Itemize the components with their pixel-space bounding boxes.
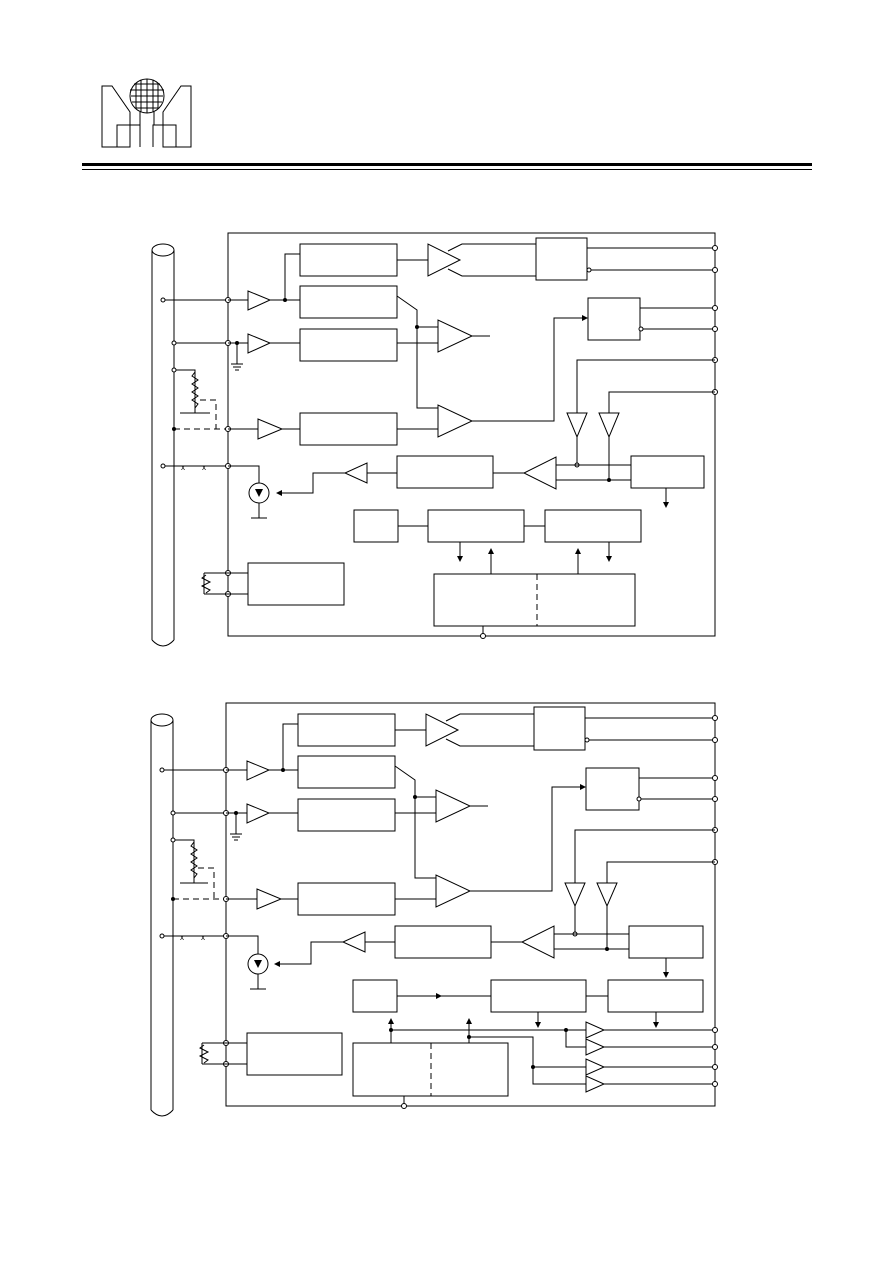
header-rule: [82, 163, 812, 170]
logo-left-pillar: [101, 85, 131, 148]
resistor-termination-2: [190, 841, 198, 879]
ground-symbol-1: [231, 343, 243, 371]
oscillator-block-1: [353, 509, 399, 543]
output-driver-4: [585, 1075, 606, 1093]
logo-inner-left: [116, 124, 141, 147]
block-a2: [299, 285, 398, 319]
block-a4: [299, 412, 398, 446]
header-rule-thick: [82, 163, 812, 166]
comparator-4: [435, 874, 472, 908]
comparator-2: [437, 404, 474, 438]
chip-outline-2: [225, 702, 716, 1107]
logic-block-4: [607, 979, 704, 1013]
block-d1: [394, 925, 492, 959]
cable-bundle-2: [150, 713, 174, 1117]
wire-3: [174, 369, 196, 413]
block-c1: [297, 713, 396, 747]
svg-text:x: x: [202, 463, 206, 472]
svg-text:x: x: [201, 933, 205, 942]
down-buffer-4: [596, 882, 618, 908]
control-block-2: [628, 925, 704, 959]
logo-inner-right: [152, 124, 177, 147]
config-block-2: [246, 1032, 343, 1076]
diff-amp-2: [425, 713, 460, 747]
input-buffer-4: [246, 760, 271, 781]
input-buffer-2: [247, 333, 272, 354]
control-block-1: [630, 455, 705, 489]
svg-text:x: x: [181, 463, 185, 472]
dashed-link: [200, 399, 217, 429]
block-c4: [297, 882, 396, 916]
comparator-3: [435, 789, 472, 823]
header-rule-thin: [82, 169, 812, 170]
block-c3: [297, 798, 396, 832]
block-b1: [396, 455, 494, 489]
output-driver-3: [585, 1058, 606, 1076]
down-buffer-2: [598, 412, 620, 439]
input-buffer-3: [257, 418, 284, 440]
down-buffer-3: [564, 882, 586, 908]
logic-block-3: [490, 979, 587, 1013]
resistor-termination: [191, 371, 199, 409]
block-c2: [297, 755, 396, 789]
oscillator-block-2: [352, 979, 398, 1013]
output-latch-1: [535, 237, 588, 281]
output-latch-2: [587, 297, 641, 341]
company-logo: [101, 78, 192, 148]
down-buffer-1: [566, 412, 588, 439]
upper-block-diagram: x x: [151, 232, 718, 647]
diff-amp-1: [427, 243, 462, 277]
driver-buffer-2: [341, 931, 366, 953]
output-driver-1: [585, 1021, 606, 1039]
logic-block-2: [544, 509, 642, 543]
input-buffer-6: [256, 888, 283, 910]
lower-block-diagram: x x: [150, 702, 718, 1117]
block-a3: [299, 328, 398, 362]
logo-globe-grid: [130, 79, 164, 113]
block-a1: [299, 243, 398, 277]
input-buffer-1: [247, 290, 272, 311]
output-driver-2: [585, 1038, 606, 1056]
logic-block-1: [427, 509, 525, 543]
logo-right-pillar: [162, 85, 192, 148]
output-latch-3: [533, 706, 586, 751]
cable-bundle: [151, 243, 175, 647]
config-block-1: [247, 562, 345, 606]
driver-amp-1: [522, 456, 557, 490]
svg-text:x: x: [180, 933, 184, 942]
logo-globe-stand: [139, 112, 155, 125]
driver-amp-2: [520, 925, 555, 959]
ground-symbol-2: [230, 813, 242, 841]
chip-outline: [227, 232, 716, 637]
memory-array-1: [433, 573, 636, 627]
comparator-1: [437, 319, 474, 353]
input-buffer-5: [246, 803, 271, 824]
driver-buffer-1: [343, 462, 368, 484]
output-latch-4: [585, 767, 640, 811]
